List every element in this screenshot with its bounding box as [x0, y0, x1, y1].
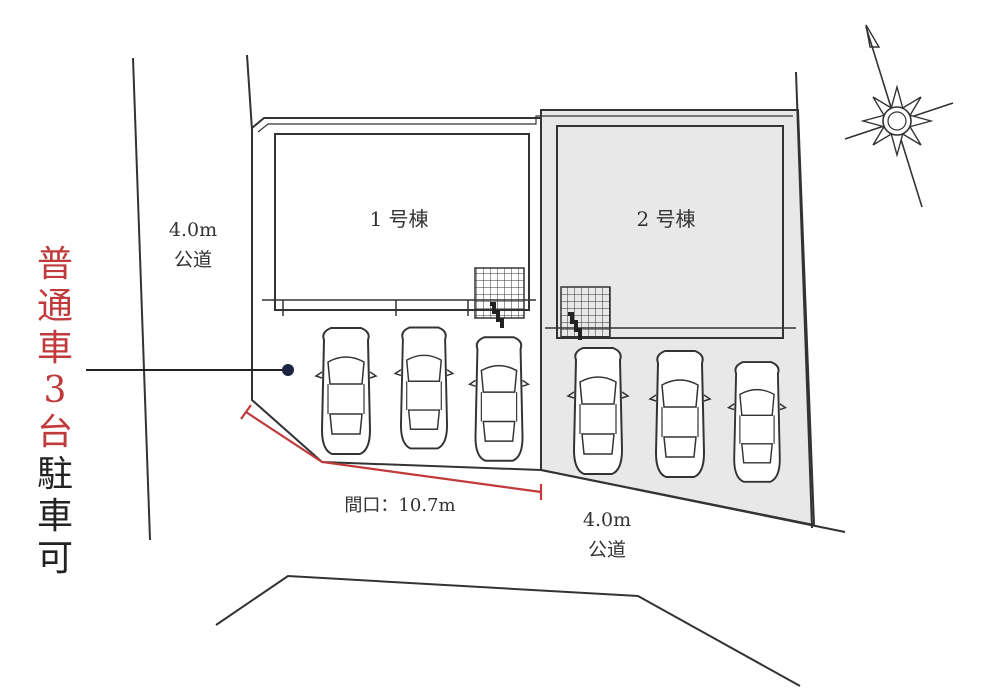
- road-bottom-type: 公道: [588, 539, 626, 561]
- compass-rose-icon: [844, 24, 954, 208]
- building-2-steps: [568, 312, 582, 340]
- car-icon: [649, 350, 711, 478]
- property-boundary: [251, 109, 816, 527]
- frontage-label: 間口：10.7m: [344, 495, 455, 516]
- building-2-label: 2 号棟: [636, 207, 695, 231]
- road-bottom-edge-upper: [540, 469, 846, 533]
- road-left-edge-outer: [132, 57, 151, 541]
- road-right-edge: [795, 71, 813, 529]
- building-1-steps: [490, 302, 504, 328]
- road-left-edge-inner: [246, 54, 253, 131]
- property-boundary-inner: [257, 115, 793, 133]
- car-icon: [468, 336, 530, 462]
- building-1-outline: [274, 133, 530, 311]
- parking-note: 普 通 車 3 台 駐 車 可: [30, 244, 80, 580]
- building-1-entrance-grid: [474, 267, 525, 319]
- road-left-type: 公道: [174, 249, 212, 271]
- frontage-tick-start: [240, 404, 252, 420]
- parking-note-char: 可: [36, 538, 73, 579]
- parking-note-char: 3: [43, 370, 67, 411]
- building-1-label: 1 号棟: [369, 207, 428, 231]
- parking-note-char: 通: [36, 286, 73, 327]
- parking-note-char: 台: [36, 412, 73, 453]
- car-icon: [567, 347, 629, 475]
- parking-note-char: 車: [36, 496, 73, 537]
- road-bottom-edge-lower: [215, 574, 801, 687]
- building-2-outline: [556, 125, 784, 339]
- car-icon: [315, 327, 377, 455]
- car-icon: [727, 361, 787, 483]
- pointer-dot: [282, 364, 294, 376]
- parking-note-char: 車: [36, 328, 73, 369]
- parking-note-char: 普: [36, 244, 73, 285]
- road-bottom-width: 4.0m: [583, 509, 631, 531]
- car-icon: [394, 326, 454, 450]
- frontage-dimension: [245, 411, 542, 494]
- road-left-width: 4.0m: [169, 219, 217, 241]
- parking-note-char: 駐: [36, 454, 73, 495]
